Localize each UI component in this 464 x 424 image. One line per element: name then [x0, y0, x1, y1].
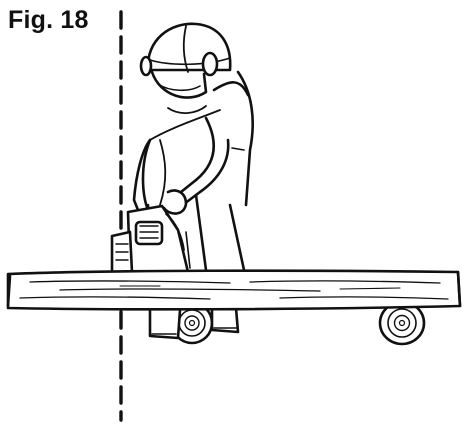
- support-log-right: [378, 300, 426, 346]
- figure-label: Fig. 18: [8, 6, 89, 34]
- worker-figure: [132, 70, 254, 272]
- wooden-beam: [6, 269, 462, 311]
- worker-helmet: [139, 22, 232, 99]
- worker-boots: [148, 306, 240, 340]
- chainsaw: [110, 204, 190, 274]
